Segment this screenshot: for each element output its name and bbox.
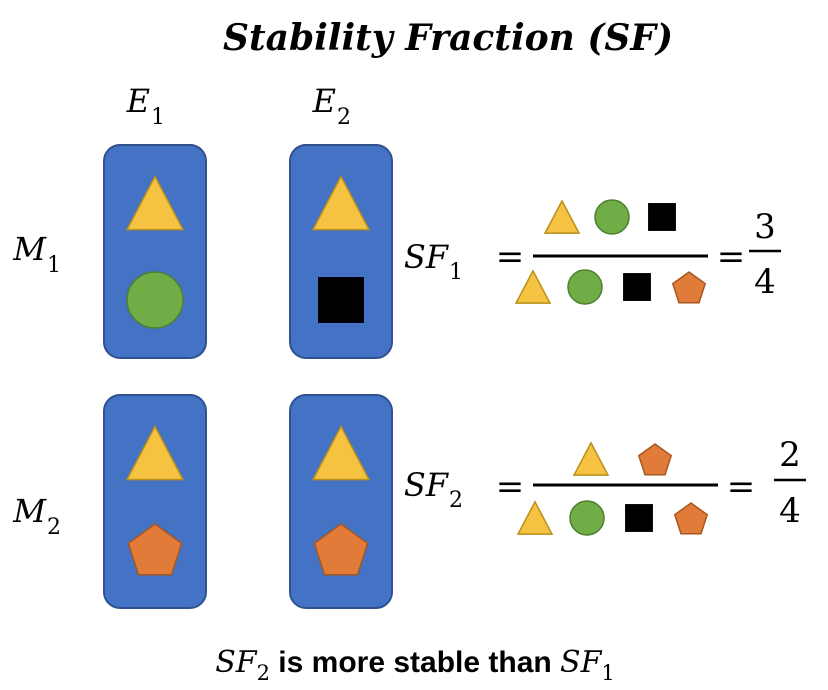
square-icon [648,203,676,231]
cell-m2-e1 [103,394,207,609]
triangle-icon [125,174,185,231]
square-icon [318,277,364,323]
fraction-sf2-label-sub: 2 [449,488,463,513]
column-header-e1: E 1 [126,82,165,130]
cell-m1-e1 [103,144,207,359]
footer-left-sub: 2 [257,661,270,685]
square-icon [625,504,653,532]
row-header-m1-base: M [12,230,47,268]
fraction-sf1-equals-1: = [496,237,525,277]
circle-icon [569,500,605,536]
fraction-sf2-label-base: SF [404,466,450,504]
fraction-sf1-label-base: SF [404,238,450,276]
fraction-sf1-label-sub: 1 [449,260,463,285]
fraction-sf1-result-denominator: 4 [754,262,776,302]
column-header-e2-base: E [312,82,336,120]
column-header-e2: E 2 [312,82,351,130]
triangle-icon [516,500,554,535]
row-header-m2: M 2 [12,492,61,540]
fraction-sf2-numerator [572,441,673,476]
row-header-m1-sub: 1 [47,253,61,278]
cell-box [289,144,393,359]
triangle-icon [514,269,552,304]
cell-m2-e2 [289,394,393,609]
fraction-sf2-result-numerator: 2 [779,435,801,475]
triangle-icon [311,174,371,231]
pentagon-icon [313,523,369,576]
fraction-sf2-denominator [516,500,709,536]
triangle-icon [543,199,581,234]
cell-m1-e2 [289,144,393,359]
circle-icon [594,199,630,235]
cell-box [289,394,393,609]
column-header-e1-base: E [126,82,150,120]
pentagon-icon [127,523,183,576]
fraction-sf2-equals-1: = [496,467,525,507]
fraction-sf1-equals-2: = [717,237,746,277]
fraction-sf1: SF 1 = = 3 4 [404,199,781,305]
fraction-sf1-denominator [514,269,707,305]
fraction-sf2-result-denominator: 4 [779,491,801,531]
row-header-m1: M 1 [12,230,61,278]
footer-right-sub: 1 [601,661,614,685]
pentagon-icon [637,443,673,476]
circle-icon [567,269,603,305]
footer-left-base: SF [215,645,258,680]
row-header-m2-sub: 2 [47,515,61,540]
fraction-sf2-equals-2: = [727,467,756,507]
diagram-title: Stability Fraction (SF) [223,17,673,59]
column-header-e1-sub: 1 [151,105,165,130]
pentagon-icon [671,271,707,304]
circle-icon [126,271,184,329]
fraction-sf2: SF 2 = = 2 4 [404,435,806,536]
footer-statement: SF2 is more stable than SF1 [215,645,615,685]
footer-text: is more stable than [270,646,560,679]
model-environment-grid [103,144,393,609]
fraction-sf1-numerator [543,199,676,235]
pentagon-icon [673,502,709,535]
row-header-m2-base: M [12,492,47,530]
triangle-icon [125,424,185,481]
column-header-e2-sub: 2 [337,105,351,130]
triangle-icon [311,424,371,481]
cell-box [103,394,207,609]
fraction-sf1-result-numerator: 3 [754,207,776,247]
square-icon [623,273,651,301]
footer-right-base: SF [560,645,603,680]
triangle-icon [572,441,610,476]
